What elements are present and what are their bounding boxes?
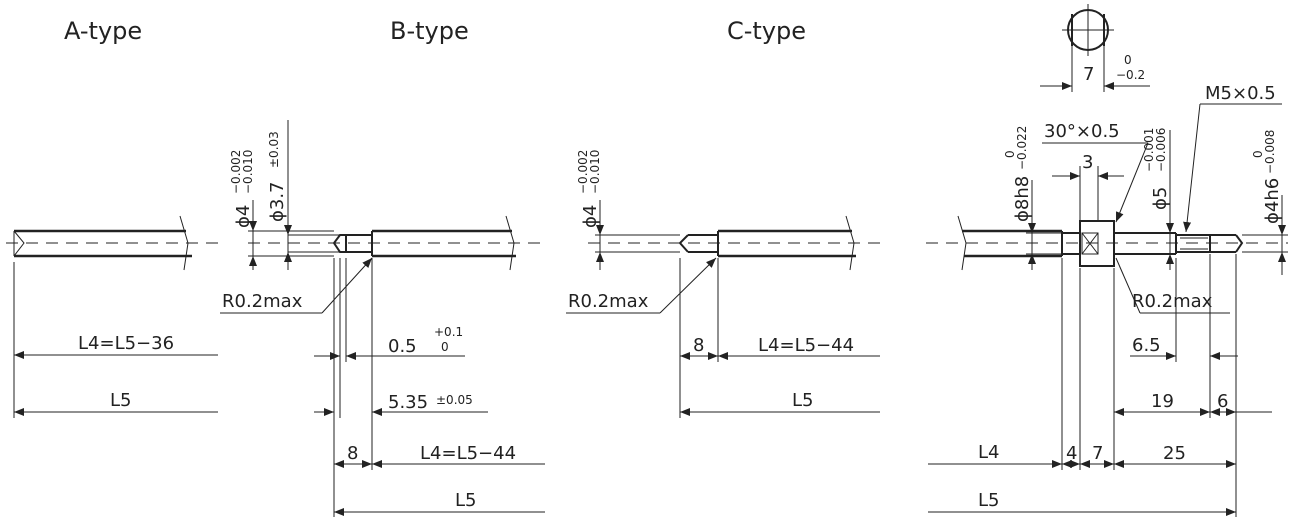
- d-tip-section: [1209, 234, 1236, 253]
- d-dia5-arrow-bottom: [1166, 254, 1174, 264]
- b-dim535: 5.35: [388, 392, 428, 413]
- a-dim-l5: L5: [110, 390, 131, 411]
- d-dia5-tol-lower: −0.006: [1154, 128, 1168, 172]
- d-dim-l4: L4: [978, 442, 999, 463]
- d-type-drawing: 7 0 −0.2 3 30°×0.5 M5×0.5: [926, 4, 1288, 517]
- b-dim05: 0.5: [388, 336, 417, 357]
- d-dim-4: 4: [1066, 443, 1077, 464]
- d-dim-7: 7: [1092, 443, 1103, 464]
- b-type-drawing: ϕ4 −0.002 −0.010 ϕ3.7 ±0.03 R0.2max 0.5 …: [220, 120, 545, 517]
- d-thread-label: M5×0.5: [1205, 83, 1276, 104]
- b-dim-l5: L5: [455, 490, 476, 511]
- d-dia5-tol-upper: −0.001: [1142, 128, 1156, 172]
- c-dia4-tol-upper: −0.002: [576, 150, 590, 194]
- c-dia4-arrow-top: [596, 225, 604, 235]
- b-type-title: B-type: [390, 17, 469, 45]
- d-thread-minor: [1180, 237, 1208, 250]
- a-type-drawing: L4=L5−36 L5: [6, 215, 218, 418]
- d-collar: [1079, 220, 1115, 267]
- b-tip: [332, 234, 347, 253]
- d-radius-leader: [1115, 257, 1141, 314]
- d-flat-width: 7: [1083, 64, 1094, 85]
- b-dia4-tol-lower: −0.010: [241, 150, 255, 194]
- b-dim-l4: L4=L5−44: [420, 443, 516, 464]
- d-dia8-tol-upper: 0: [1003, 150, 1017, 158]
- b-dia37-arrow-top: [284, 225, 292, 235]
- d-flat-tol-upper: 0: [1124, 53, 1132, 67]
- c-step: [688, 231, 719, 256]
- d-break-line: [957, 215, 967, 271]
- d-dia4-label: ϕ4h6: [1262, 178, 1283, 224]
- d-flat-mark: [1081, 232, 1099, 255]
- d-radius-label: R0.2max: [1132, 291, 1213, 312]
- d-dia4-arrow-bottom: [1278, 252, 1286, 262]
- c-type-title: C-type: [727, 17, 806, 45]
- a-break-line: [179, 215, 189, 271]
- d-dia5-section: [1114, 232, 1176, 255]
- c-type-drawing: ϕ4 −0.002 −0.010 R0.2max 8 L4=L5−44 L5: [566, 150, 880, 418]
- b-dia4-arrow-top: [249, 221, 257, 231]
- c-radius-leader: [659, 257, 717, 314]
- b-dia37-label: ϕ3.7: [267, 182, 288, 223]
- a-dim-l4: L4=L5−36: [78, 333, 174, 354]
- b-dia37-arrow-bottom: [284, 252, 292, 262]
- d-dia4-tol-lower: −0.008: [1263, 130, 1277, 174]
- d-thread-leader: [1183, 103, 1201, 233]
- b-dim05-tol-upper: +0.1: [434, 325, 463, 339]
- d-tip: [1235, 234, 1244, 253]
- d-dia5-arrow-top: [1166, 223, 1174, 233]
- c-dim-l4: L4=L5−44: [758, 335, 854, 356]
- c-dia4-tol-lower: −0.010: [588, 150, 602, 194]
- b-dim8: 8: [347, 443, 358, 464]
- c-dim-l5: L5: [792, 390, 813, 411]
- d-dim-3: 3: [1082, 152, 1093, 173]
- d-dim-19: 19: [1151, 391, 1174, 412]
- d-dia5-label: ϕ5: [1150, 187, 1171, 210]
- d-dia8-section: [1062, 232, 1080, 255]
- d-dim-25: 25: [1163, 443, 1186, 464]
- d-dim-65: 6.5: [1132, 335, 1161, 356]
- d-flat-tol-lower: −0.2: [1116, 68, 1145, 82]
- b-dia4-tol-upper: −0.002: [229, 150, 243, 194]
- d-chamfer-leader: [1115, 142, 1149, 223]
- b-break-line: [505, 215, 515, 271]
- b-dia37-tol: ±0.03: [267, 131, 281, 168]
- b-dim535-tol: ±0.05: [436, 393, 473, 407]
- b-dim05-tol-lower: 0: [441, 340, 449, 354]
- b-dia4-label: ϕ4: [233, 205, 254, 228]
- c-radius-label: R0.2max: [568, 291, 649, 312]
- a-chamfer-end: [13, 230, 25, 257]
- d-dia4-tol-upper: 0: [1251, 150, 1265, 158]
- d-dia8-label: ϕ8h8: [1012, 176, 1033, 222]
- d-dia8-tol-lower: −0.022: [1015, 126, 1029, 170]
- c-dia4-label: ϕ4: [580, 205, 601, 228]
- c-dia4-arrow-bottom: [596, 252, 604, 262]
- c-tip: [678, 234, 689, 253]
- b-dia4-arrow-bottom: [249, 256, 257, 266]
- c-break-line: [845, 215, 855, 271]
- d-dia8-arrow-top: [1028, 223, 1036, 233]
- d-dia8-arrow-bottom: [1028, 254, 1036, 264]
- d-dia4-arrow-top: [1278, 225, 1286, 235]
- d-thread: [1176, 234, 1210, 253]
- d-dim-6: 6: [1217, 391, 1228, 412]
- a-type-title: A-type: [64, 17, 142, 45]
- b-radius-leader: [321, 257, 373, 314]
- d-dim-l5: L5: [978, 490, 999, 511]
- d-chamfer: 30°×0.5: [1044, 121, 1120, 142]
- c-dim8: 8: [693, 335, 704, 356]
- b-radius-label: R0.2max: [222, 291, 303, 312]
